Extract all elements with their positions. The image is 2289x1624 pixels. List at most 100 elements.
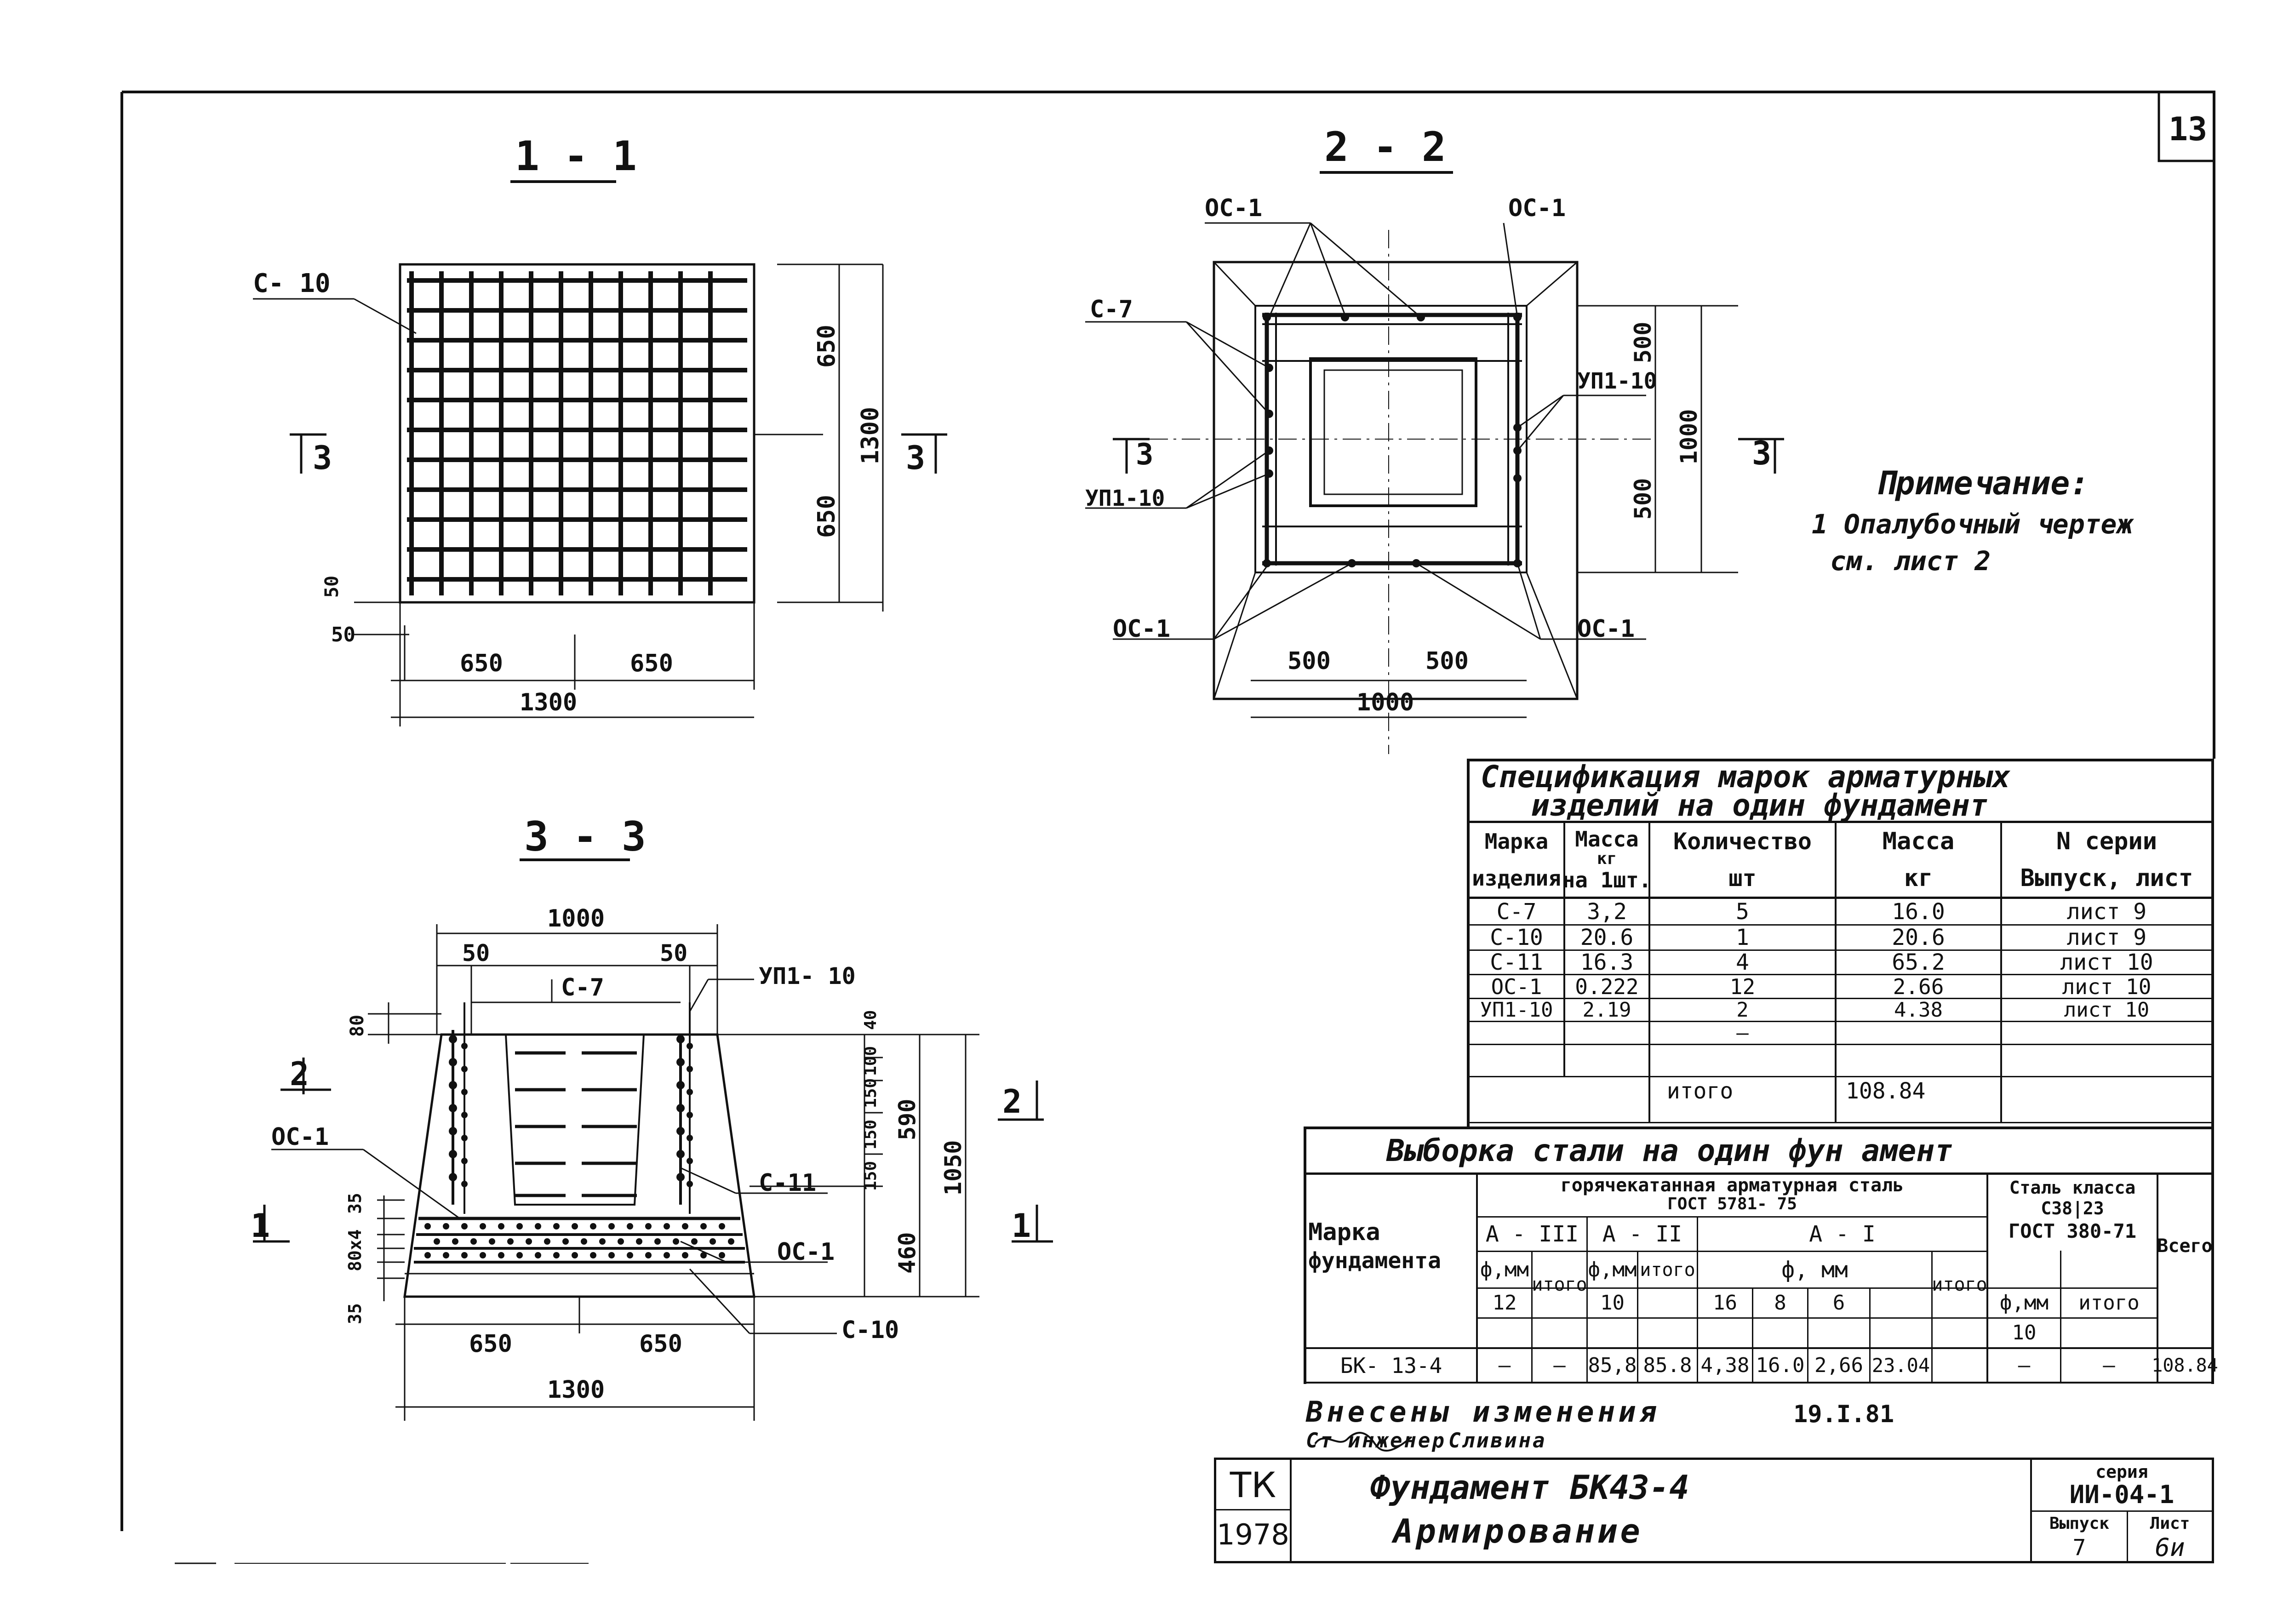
steel-mark-label2: фундамента bbox=[1308, 1248, 1441, 1274]
s33-dim-150a: 150 bbox=[861, 1078, 880, 1108]
steel-a3-label: А - III bbox=[1485, 1221, 1579, 1247]
s11-dim-650-right: 650 bbox=[630, 650, 673, 677]
spec-table: Спецификация марок арматурных изделий на… bbox=[1467, 759, 2214, 1127]
steel-diam-a1-6: 6 bbox=[1832, 1291, 1845, 1315]
s11-dim-1300-h: 1300 bbox=[520, 689, 577, 716]
sheet-number: 13 bbox=[2169, 110, 2207, 148]
title-block-series-value: ИИ-04-1 bbox=[2069, 1480, 2175, 1509]
changes-name: Сливина bbox=[1448, 1429, 1547, 1452]
s11-dim-650-left: 650 bbox=[460, 650, 503, 677]
steel-cls-itogo: итого bbox=[2078, 1291, 2140, 1315]
spec-cell-total: 16.0 bbox=[1892, 898, 1945, 925]
steel-row-a1-6: 2,66 bbox=[1814, 1353, 1863, 1377]
steel-class-label2: С38|23 bbox=[2041, 1198, 2104, 1218]
s33-cut-left: 2 bbox=[290, 1055, 309, 1093]
spec-cell-qty: 12 bbox=[1729, 974, 1756, 999]
steel-row-mark: БК- 13-4 bbox=[1340, 1353, 1442, 1378]
steel-row-a1-total: 23.04 bbox=[1871, 1354, 1930, 1377]
spec-header-qty2: шт bbox=[1728, 865, 1757, 892]
spec-header-series1: N серии bbox=[2056, 828, 2157, 855]
spec-header-total-mass2: кг bbox=[1904, 864, 1933, 892]
spec-header-mass-unit: кг bbox=[1597, 849, 1617, 868]
s11-cut-right: 3 bbox=[906, 439, 925, 477]
title-block-org: ТК bbox=[1230, 1464, 1276, 1505]
steel-diam-a2: 10 bbox=[1600, 1291, 1625, 1315]
title-block-sheet-label: Лист bbox=[2150, 1514, 2190, 1533]
s33-label-c7: С-7 bbox=[561, 974, 604, 1001]
s11-dim-650-bottom: 650 bbox=[813, 495, 841, 538]
s22-outline bbox=[1213, 261, 1579, 700]
steel-a3-phi: ф,мм bbox=[1480, 1258, 1529, 1281]
s22-label-oc1-tr: ОС-1 bbox=[1508, 194, 1566, 222]
spec-cell-mass: 20.6 bbox=[1580, 925, 1634, 950]
s33-cut-right2: 1 bbox=[1012, 1207, 1031, 1245]
s22-label-oc1-br: ОС-1 bbox=[1577, 615, 1635, 643]
title-block-sheet-value: 6и bbox=[2155, 1533, 2185, 1562]
s33-title: 3 - 3 bbox=[524, 813, 646, 860]
s33-label-c11: С-11 bbox=[759, 1169, 816, 1197]
spec-cell-qty: 1 bbox=[1736, 925, 1749, 950]
steel-class-label1: Сталь класса bbox=[2009, 1177, 2136, 1198]
spec-cell-ref: лист 10 bbox=[2062, 974, 2152, 999]
steel-diam-cls: 10 bbox=[2012, 1321, 2037, 1344]
s22-dim-500-top: 500 bbox=[1630, 322, 1656, 363]
note-line1: 1 Опалубочный чертеж bbox=[1812, 509, 2134, 540]
s33-dim-1000: 1000 bbox=[547, 905, 605, 932]
steel-row-a3-total: — bbox=[1553, 1353, 1566, 1377]
s33-dim-460: 460 bbox=[894, 1232, 921, 1274]
steel-a2-itogo: итого bbox=[1640, 1259, 1695, 1281]
s22-title: 2 - 2 bbox=[1324, 123, 1446, 171]
spec-title-line2: изделий на один фундамент bbox=[1531, 788, 1988, 823]
s11-mesh-c10 bbox=[407, 271, 747, 595]
title-block-issue-label: Выпуск bbox=[2049, 1514, 2110, 1533]
steel-total-label: Всего bbox=[2157, 1235, 2213, 1257]
spec-cell-total: 20.6 bbox=[1892, 925, 1945, 950]
s33-label-upl: УП1- 10 bbox=[759, 963, 856, 989]
s22-label-oc1-tl: ОС-1 bbox=[1205, 194, 1262, 222]
steel-class-label3: ГОСТ 380-71 bbox=[2008, 1219, 2137, 1242]
s33-dim-150c: 150 bbox=[861, 1161, 880, 1191]
changes-date: 19.I.81 bbox=[1793, 1401, 1894, 1428]
s33-dim-80x4: 80х4 bbox=[345, 1229, 365, 1271]
s33-dim-35a: 35 bbox=[345, 1193, 365, 1214]
s11-dim-1300-v: 1300 bbox=[857, 407, 884, 464]
steel-diam-a3: 12 bbox=[1492, 1291, 1517, 1315]
steel-row-a2-total: 85.8 bbox=[1643, 1353, 1692, 1377]
s33-dim-650-right: 650 bbox=[639, 1330, 682, 1358]
steel-row-a3-12: — bbox=[1498, 1353, 1511, 1377]
s22-label-oc1-bl: ОС-1 bbox=[1113, 615, 1170, 643]
spec-total-label: итого bbox=[1666, 1078, 1734, 1104]
s22-dim-500-right: 500 bbox=[1425, 647, 1469, 675]
spec-cell-mark: С-11 bbox=[1490, 949, 1543, 975]
changes-line1: Внесены изменения bbox=[1306, 1395, 1660, 1429]
spec-cell-ref: лист 9 bbox=[2066, 925, 2147, 950]
steel-row-a1-8: 16.0 bbox=[1756, 1353, 1805, 1377]
s33-dim-50-right: 50 bbox=[660, 940, 687, 966]
spec-header-mark1: Марка bbox=[1484, 829, 1549, 854]
s11-title: 1 - 1 bbox=[515, 132, 637, 180]
s33-cut-left2: 1 bbox=[251, 1207, 270, 1245]
s33-label-oc1-right: ОС-1 bbox=[777, 1238, 835, 1266]
steel-a1-label: А - I bbox=[1809, 1221, 1876, 1247]
spec-cell-total: 65.2 bbox=[1892, 949, 1945, 975]
s11-slab bbox=[399, 263, 755, 604]
s22-cut-left: 3 bbox=[1136, 438, 1154, 472]
engineer-signature bbox=[1314, 1432, 1413, 1452]
s33-cut-right: 2 bbox=[1002, 1083, 1022, 1121]
s11-cut-left: 3 bbox=[313, 439, 332, 477]
s33-dim-80: 80 bbox=[347, 1015, 368, 1037]
steel-row-a2-10: 85,8 bbox=[1588, 1353, 1637, 1377]
title-block-series-label: серия bbox=[2095, 1461, 2148, 1482]
s33-label-oc1-left: ОС-1 bbox=[271, 1123, 329, 1151]
s22-dim-1000-h: 1000 bbox=[1356, 689, 1414, 716]
title-block: ТК 1978 Фундамент БК43-4 Армирование сер… bbox=[1214, 1458, 2214, 1563]
spec-cell-qty: 4 bbox=[1736, 949, 1749, 975]
s22-dim-500-bottom: 500 bbox=[1630, 478, 1656, 520]
steel-a1-phi: ф, мм bbox=[1781, 1257, 1848, 1283]
spec-cell-total: 4.38 bbox=[1894, 998, 1943, 1022]
title-block-issue-value: 7 bbox=[2072, 1534, 2086, 1561]
spec-cell-mass: 0.222 bbox=[1575, 974, 1639, 999]
s22-label-upl-right: УП1-10 bbox=[1577, 368, 1657, 394]
title-block-title2: Армирование bbox=[1393, 1512, 1643, 1550]
